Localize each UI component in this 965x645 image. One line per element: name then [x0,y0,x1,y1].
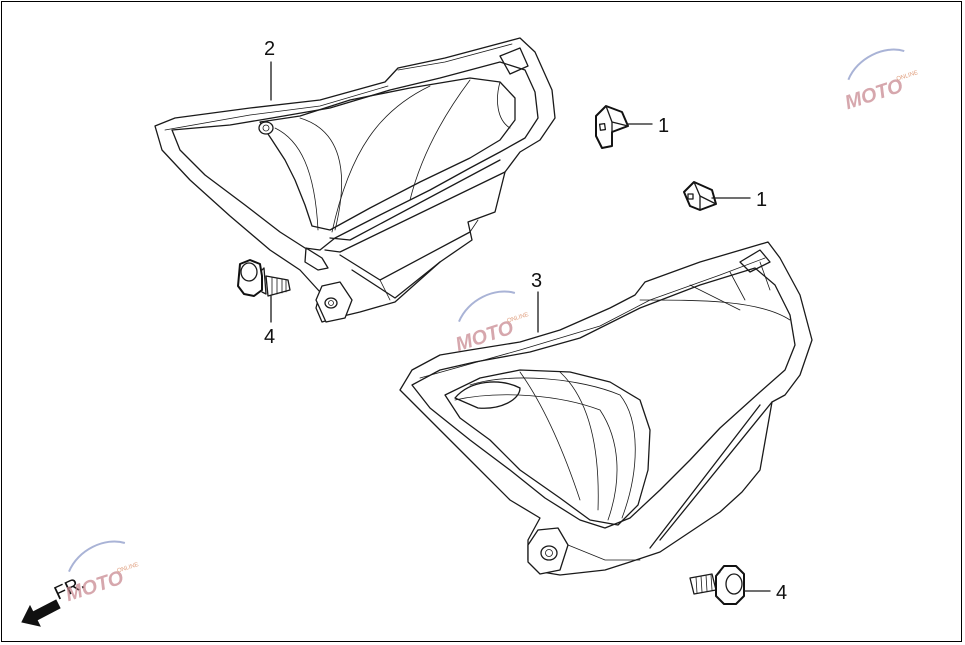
callout-1-upper: 1 [658,115,669,137]
leader-lines [270,61,771,592]
watermark-swoosh-icon [847,48,905,81]
watermark-swoosh-icon [458,290,516,323]
part-4-bolt-left [237,259,291,297]
svg-text:ONLINE: ONLINE [506,312,529,325]
part-3-right-side-cover [399,241,813,576]
part-2-left-side-cover [154,37,556,323]
watermark-swoosh-icon [68,540,126,573]
part-1-clip-lower [683,181,717,211]
front-arrow-icon [21,599,61,627]
callout-4-right: 4 [776,582,787,604]
callout-1-lower: 1 [756,189,767,211]
callout-4-left: 4 [264,326,275,348]
callout-2: 2 [264,38,275,60]
watermark-top-right: MOTO ONLINE [842,48,919,114]
watermark-bottom-left: MOTO ONLINE [63,540,140,606]
part-1-clip-upper [595,105,629,149]
part-4-bolt-right [689,565,745,605]
svg-text:ONLINE: ONLINE [116,562,139,575]
svg-text:ONLINE: ONLINE [896,70,919,83]
callout-3: 3 [531,270,542,292]
